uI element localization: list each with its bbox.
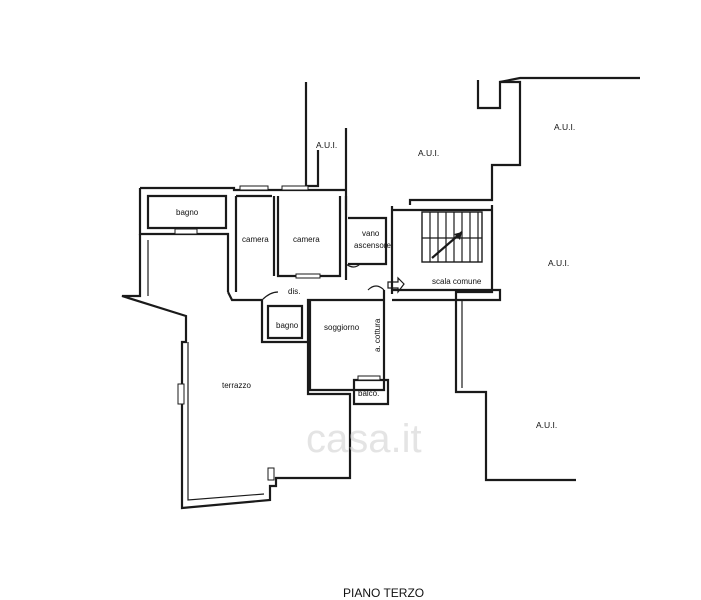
neighbour-outlines	[304, 76, 640, 482]
label-vano-line1: vano	[362, 229, 380, 238]
label-terrazzo: terrazzo	[222, 381, 251, 390]
label-soggiorno: soggiorno	[324, 323, 360, 332]
label-aui-top-center: A.U.I.	[316, 140, 337, 150]
apartment-walls	[121, 185, 502, 510]
staircase	[421, 211, 483, 263]
label-aui-bottom-right: A.U.I.	[536, 420, 557, 430]
label-balco: balco.	[358, 389, 379, 398]
label-aui-right: A.U.I.	[548, 258, 569, 268]
label-dis: dis.	[288, 287, 300, 296]
label-aui-top-mid: A.U.I.	[418, 148, 439, 158]
label-cottura: a. cottura	[373, 318, 382, 352]
label-camera-left: camera	[242, 235, 269, 244]
label-bagno-small: bagno	[276, 321, 299, 330]
label-camera-right: camera	[293, 235, 320, 244]
label-vano-line2: ascensore	[354, 241, 391, 250]
label-aui-top-right: A.U.I.	[554, 122, 575, 132]
label-scala: scala comune	[432, 277, 482, 286]
watermark: casa.it	[306, 417, 422, 461]
entrance-arrow-icon	[387, 276, 405, 294]
plan-caption: PIANO TERZO	[343, 586, 424, 600]
door-swings	[261, 263, 385, 301]
label-bagno-top: bagno	[176, 208, 199, 217]
